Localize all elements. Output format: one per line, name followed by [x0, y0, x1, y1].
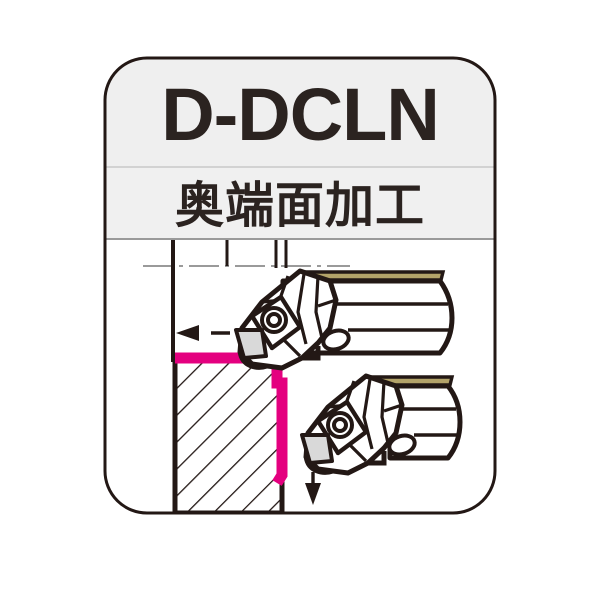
card-subtitle: 奥端面加工 [175, 177, 425, 234]
upper-shank-lines [336, 302, 450, 332]
workpiece-cross-section [172, 355, 285, 513]
subtitle-band [105, 166, 495, 238]
upper-step [302, 346, 321, 361]
construction-lines [143, 240, 350, 362]
header-band [105, 58, 495, 166]
lower-boring-bar [300, 373, 463, 476]
feed-arrow-down-head [305, 483, 321, 505]
lower-lever-pin [387, 433, 417, 457]
feed-arrow-left-head [176, 325, 199, 341]
workpiece-body [172, 355, 285, 513]
lower-clamp-screw [326, 411, 354, 439]
feed-arrow-down [305, 472, 321, 505]
upper-lever-pin [321, 328, 351, 352]
lower-nose-curve [303, 456, 335, 475]
card-title: D-DCLN [161, 73, 439, 156]
upper-insert-corner [234, 328, 268, 360]
lower-shank-lines [402, 407, 458, 437]
upper-nose-curve [237, 351, 269, 370]
upper-clamp-screw [260, 306, 288, 334]
lower-step [368, 451, 387, 466]
technical-diagram [143, 240, 463, 513]
upper-boring-bar [234, 268, 455, 371]
lower-insert-corner [300, 433, 334, 465]
card-outline [103, 56, 497, 515]
feed-arrow-left [176, 325, 230, 341]
